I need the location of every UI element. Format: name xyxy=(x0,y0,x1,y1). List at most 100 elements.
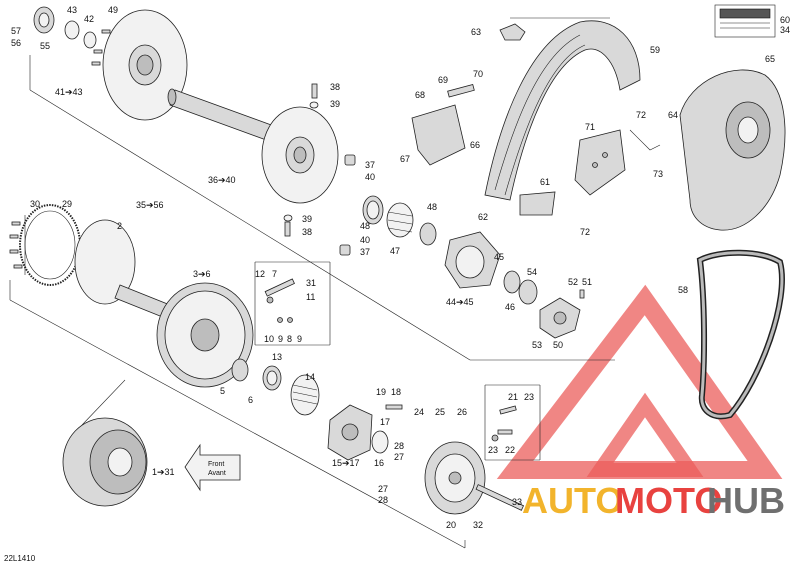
label-17a: 17 xyxy=(380,417,390,427)
label-34: 34 xyxy=(780,25,790,35)
pulley-assembly-1-31 xyxy=(62,417,148,507)
bolt-32 xyxy=(475,484,525,511)
label-71: 71 xyxy=(585,122,595,132)
label-61: 61 xyxy=(540,177,550,187)
label-43: 43 xyxy=(67,5,77,15)
label-66: 66 xyxy=(470,140,480,150)
label-37a: 37 xyxy=(365,160,375,170)
fixed-sheave-2 xyxy=(74,219,171,319)
label-64: 64 xyxy=(668,110,678,120)
label-9b: 9 xyxy=(297,334,302,344)
decal-60-34 xyxy=(714,4,776,38)
label-55: 55 xyxy=(40,41,50,51)
cam-44-45 xyxy=(444,231,501,289)
bushing-16 xyxy=(371,430,389,454)
label-28b: 28 xyxy=(378,495,388,505)
front-sign-line2: Avant xyxy=(208,470,226,477)
label-60: 60 xyxy=(780,15,790,25)
label-41-43: 41➔43 xyxy=(55,87,83,97)
label-11: 11 xyxy=(306,292,315,302)
label-14: 14 xyxy=(305,372,315,382)
label-62: 62 xyxy=(478,212,488,222)
label-53: 53 xyxy=(532,340,542,350)
label-38a: 38 xyxy=(330,82,340,92)
watermark-word-hub: HUB xyxy=(707,480,785,521)
bolts-30 xyxy=(9,221,23,269)
label-18: 18 xyxy=(391,387,401,397)
bushing-42 xyxy=(83,31,97,49)
label-73: 73 xyxy=(653,169,663,179)
movable-sheave-3 xyxy=(156,282,254,388)
label-54: 54 xyxy=(527,267,537,277)
clip-73 xyxy=(629,129,661,151)
label-8: 8 xyxy=(287,334,292,344)
label-22: 22 xyxy=(505,445,515,455)
label-20: 20 xyxy=(446,520,456,530)
label-27a: 27 xyxy=(394,452,404,462)
lever-assembly-7-12 xyxy=(264,278,295,323)
lever-set-21-23 xyxy=(491,405,517,442)
label-7: 7 xyxy=(272,269,277,279)
label-19: 19 xyxy=(376,387,386,397)
label-36-40: 36➔40 xyxy=(208,175,236,185)
label-69: 69 xyxy=(438,75,448,85)
governor-cup-20 xyxy=(424,441,486,515)
label-52: 52 xyxy=(568,277,578,287)
label-70: 70 xyxy=(473,69,483,79)
ring-gear-29 xyxy=(19,204,81,286)
label-30: 30 xyxy=(30,199,40,209)
label-38b: 38 xyxy=(302,227,312,237)
label-13: 13 xyxy=(272,352,282,362)
label-44-45: 44➔45 xyxy=(446,297,474,307)
spring-47 xyxy=(386,202,414,238)
label-37b: 37 xyxy=(360,247,370,257)
rollers-37 xyxy=(339,154,356,256)
label-5: 5 xyxy=(220,386,225,396)
diagram-ref-code: 22L1410 xyxy=(4,554,36,563)
part-labels: 43 42 49 57 56 55 41➔43 38 39 36➔40 37 4… xyxy=(4,5,790,563)
screw-51-52 xyxy=(579,289,585,299)
cap-50 xyxy=(539,297,581,339)
bracket-61 xyxy=(519,191,556,216)
screw-set-49 xyxy=(91,29,111,66)
label-65: 65 xyxy=(765,54,775,64)
watermark-word-moto: MOTO xyxy=(615,480,722,521)
clip-63 xyxy=(499,23,526,41)
label-42: 42 xyxy=(84,14,94,24)
belt-guard-59 xyxy=(484,20,641,201)
label-1-31: 1➔31 xyxy=(152,467,175,477)
label-39a: 39 xyxy=(330,99,340,109)
label-23b: 23 xyxy=(488,445,498,455)
washer-5-6 xyxy=(231,358,249,382)
label-31a: 31 xyxy=(306,278,316,288)
label-39b: 39 xyxy=(302,214,312,224)
washer-48 xyxy=(362,195,437,246)
drive-pulley-fixed-half xyxy=(102,9,188,121)
label-49: 49 xyxy=(108,5,118,15)
spacer-13 xyxy=(262,365,282,391)
cover-64 xyxy=(679,69,786,231)
label-12: 12 xyxy=(255,269,265,279)
label-45: 45 xyxy=(494,252,504,262)
label-57: 57 xyxy=(11,26,21,36)
bracket-66-69 xyxy=(411,83,475,166)
label-72a: 72 xyxy=(636,110,646,120)
drive-pulley-sliding-half xyxy=(261,106,339,204)
label-33: 33 xyxy=(512,497,522,507)
label-6: 6 xyxy=(248,395,253,405)
label-40a: 40 xyxy=(365,172,375,182)
label-58: 58 xyxy=(678,285,688,295)
screw-18 xyxy=(385,404,403,410)
label-10: 10 xyxy=(264,334,274,344)
drive-belt-58 xyxy=(696,249,785,420)
front-sign-line1: Front xyxy=(208,461,224,468)
label-72b: 72 xyxy=(580,227,590,237)
label-21: 21 xyxy=(508,392,518,402)
label-48b: 48 xyxy=(427,202,437,212)
label-40b: 40 xyxy=(360,235,370,245)
bracket-71 xyxy=(574,129,626,196)
label-56: 56 xyxy=(11,38,21,48)
label-35-56: 35➔56 xyxy=(136,200,164,210)
label-50: 50 xyxy=(553,340,563,350)
